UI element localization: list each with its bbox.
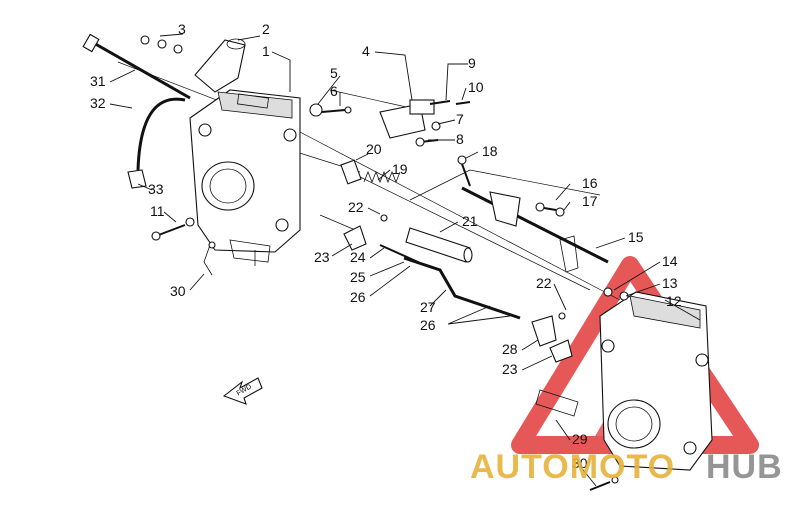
callout-29: 29 <box>572 431 588 447</box>
callout-22b: 22 <box>536 275 552 291</box>
callout-7: 7 <box>456 111 464 127</box>
callout-30a: 30 <box>170 283 186 299</box>
callout-9: 9 <box>468 55 476 71</box>
carburetor-right <box>535 291 713 471</box>
part-2-elbow <box>194 38 246 93</box>
callout-31: 31 <box>90 73 106 89</box>
callout-16: 16 <box>582 175 598 191</box>
callout-8: 8 <box>456 131 464 147</box>
callout-33: 33 <box>148 181 164 197</box>
callout-32: 32 <box>90 95 106 111</box>
callout-28: 28 <box>502 341 518 357</box>
part-21-tube <box>405 227 473 263</box>
part-5-6-screw <box>309 103 352 117</box>
part-30-fitting-right <box>589 476 619 491</box>
assembly-axis-lines <box>117 61 621 301</box>
part-28-bracket <box>531 312 573 363</box>
part-4-bracket <box>379 99 435 139</box>
part-32-hose <box>136 97 186 171</box>
watermark-text-b: HUB <box>706 448 783 486</box>
callout-6: 6 <box>330 83 338 99</box>
part-31-long-bolt <box>82 33 191 100</box>
callout-2: 2 <box>262 21 270 37</box>
callout-18: 18 <box>482 143 498 159</box>
callout-30b: 30 <box>572 455 588 471</box>
part-7-9-10-fasteners <box>429 100 471 131</box>
leader-lines <box>109 33 701 487</box>
callout-23a: 23 <box>314 249 330 265</box>
part-18-screw <box>457 155 471 187</box>
callout-14: 14 <box>662 253 678 269</box>
callout-22a: 22 <box>348 199 364 215</box>
carburetor-left <box>189 89 301 266</box>
callout-5: 5 <box>330 65 338 81</box>
watermark-text: AUTOMOTO HUB <box>470 448 783 486</box>
callout-3: 3 <box>178 21 186 37</box>
callout-27: 27 <box>420 299 436 315</box>
callout-19: 19 <box>392 161 408 177</box>
callout-11: 11 <box>150 203 165 219</box>
part-13-14-screws <box>603 287 629 301</box>
callout-23b: 23 <box>502 361 518 377</box>
part-8-screw <box>415 137 439 147</box>
part-16-17-screw <box>535 202 565 217</box>
part-22-23-fitting-upper <box>343 214 388 251</box>
part-30-fitting-left <box>203 241 216 276</box>
callout-24: 24 <box>350 249 366 265</box>
part-33-clip <box>127 169 147 189</box>
callout-15: 15 <box>628 229 644 245</box>
callout-20: 20 <box>366 141 382 157</box>
callout-1: 1 <box>262 43 270 59</box>
callout-4: 4 <box>362 43 370 59</box>
callout-labels: 1 2 3 4 5 6 7 8 9 10 11 12 13 14 15 16 1… <box>90 21 682 471</box>
callout-12: 12 <box>666 293 682 309</box>
callout-10: 10 <box>468 79 484 95</box>
watermark-text-a: AUTOMOTO <box>470 448 675 486</box>
callout-26b: 26 <box>420 317 436 333</box>
part-20-bushing <box>340 159 362 185</box>
callout-21: 21 <box>462 213 478 229</box>
part-3-screw-washers <box>140 35 183 54</box>
callout-17: 17 <box>582 193 598 209</box>
part-11-screw <box>151 217 195 241</box>
front-arrow: FWD <box>222 377 263 405</box>
callout-25: 25 <box>350 269 366 285</box>
part-15-shaft <box>461 186 609 273</box>
callout-13: 13 <box>662 275 678 291</box>
callout-26a: 26 <box>350 289 366 305</box>
